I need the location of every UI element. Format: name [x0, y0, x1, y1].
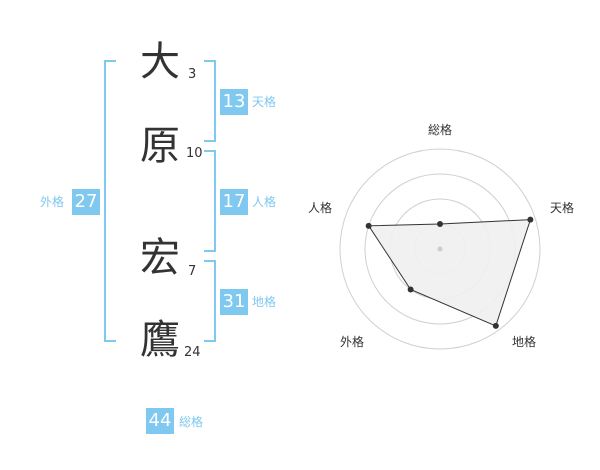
radar-point-5	[365, 222, 372, 229]
radar-point-3	[492, 322, 499, 329]
radar-chart: 総格 天格 地格 外格 人格	[308, 122, 574, 350]
radar-ring-4	[339, 148, 541, 350]
jinkaku-value: 17	[220, 189, 248, 215]
radar-axis-label-chikaku: 地格	[512, 334, 536, 349]
radar-point-2	[527, 216, 534, 223]
radar-axis-label-tenkaku: 天格	[550, 200, 574, 215]
chikaku-value: 31	[220, 289, 248, 315]
name-char-2: 原	[140, 123, 180, 169]
radar-axis-label-jinkaku: 人格	[308, 200, 332, 215]
tenkaku-value: 13	[220, 89, 248, 115]
chikaku-bracket	[204, 260, 216, 342]
tenkaku-label: 天格	[252, 95, 277, 109]
name-char-4: 鷹	[140, 317, 180, 363]
radar-center-dot	[437, 246, 443, 252]
stroke-count-2: 10	[186, 146, 203, 161]
stroke-count-3: 7	[188, 264, 197, 279]
soukaku-value: 44	[146, 408, 174, 434]
gaikaku-bracket	[104, 60, 116, 342]
tenkaku-bracket	[204, 60, 216, 142]
chikaku-label: 地格	[252, 295, 277, 309]
jinkaku-bracket	[204, 150, 216, 252]
gaikaku-label: 外格	[40, 195, 65, 209]
radar-axis-label-soukaku: 総格	[428, 122, 452, 137]
radar-area	[367, 219, 532, 327]
radar-point-4	[407, 286, 414, 293]
radar-axis-label-gaikaku: 外格	[340, 334, 364, 349]
soukaku-label: 総格	[179, 415, 204, 429]
gaikaku-value: 27	[72, 189, 100, 215]
name-char-3: 宏	[140, 235, 180, 281]
stroke-count-1: 3	[188, 67, 197, 82]
radar-point-1	[437, 221, 443, 227]
name-char-1: 大	[140, 39, 180, 85]
stroke-count-4: 24	[184, 345, 201, 360]
jinkaku-label: 人格	[252, 195, 277, 209]
